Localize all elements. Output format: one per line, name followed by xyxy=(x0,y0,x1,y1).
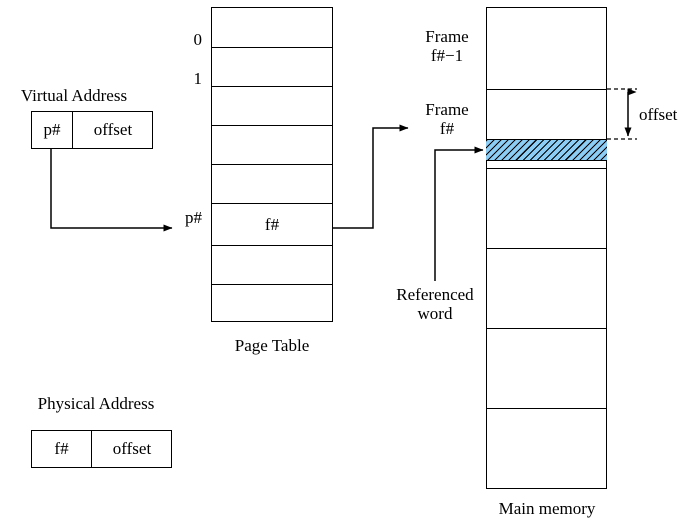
memory-frame-row xyxy=(487,90,606,169)
physical-address-caption: Physical Address xyxy=(37,394,155,413)
main-memory-column xyxy=(486,7,607,489)
page-table-caption: Page Table xyxy=(234,336,310,355)
page-table-cell-fnum: f# xyxy=(264,214,280,234)
page-table-row xyxy=(212,165,332,204)
page-table-row xyxy=(212,87,332,126)
memory-frame-row xyxy=(487,169,606,249)
arrow-pnum-to-pagetable xyxy=(50,149,173,232)
offset-bracket xyxy=(607,88,637,140)
memory-frame-row xyxy=(487,409,606,490)
page-table-index-pnum: p# xyxy=(185,208,202,227)
virtual-address-box: p# offset xyxy=(31,111,153,149)
physical-address-field-offset: offset xyxy=(112,439,152,458)
virtual-address-caption: Virtual Address xyxy=(20,86,128,105)
page-table: f# xyxy=(211,7,333,322)
frame-label-line1: Frame xyxy=(425,100,469,119)
virtual-address-divider xyxy=(72,112,73,148)
physical-address-field-fnum: f# xyxy=(54,439,69,458)
arrow-fnum-to-frame xyxy=(333,124,409,229)
page-table-row xyxy=(212,126,332,165)
memory-frame-row xyxy=(487,249,606,329)
frame-label-line2: f# xyxy=(439,119,455,139)
page-table-row-selected: f# xyxy=(212,204,332,246)
page-table-index-1: 1 xyxy=(193,69,203,88)
memory-frame-row xyxy=(487,8,606,90)
memory-frame-row xyxy=(487,329,606,409)
virtual-address-field-pnum: p# xyxy=(43,120,61,139)
page-table-row xyxy=(212,48,332,87)
referenced-word-line1: Referenced xyxy=(396,285,474,304)
page-table-row xyxy=(212,285,332,323)
page-table-row xyxy=(212,8,332,48)
physical-address-divider xyxy=(91,431,92,467)
main-memory-caption: Main memory xyxy=(498,499,596,518)
referenced-word-cell xyxy=(486,139,607,161)
arrow-referenced-word xyxy=(434,146,484,281)
page-table-row xyxy=(212,246,332,285)
offset-bracket-label: offset xyxy=(639,105,678,124)
virtual-address-field-offset: offset xyxy=(93,120,133,139)
referenced-word-line2: word xyxy=(417,304,453,324)
page-table-index-0: 0 xyxy=(193,30,203,49)
frame-label-line2: f#−1 xyxy=(430,46,464,66)
frame-label-line1: Frame xyxy=(425,27,469,46)
physical-address-box: f# offset xyxy=(31,430,172,468)
